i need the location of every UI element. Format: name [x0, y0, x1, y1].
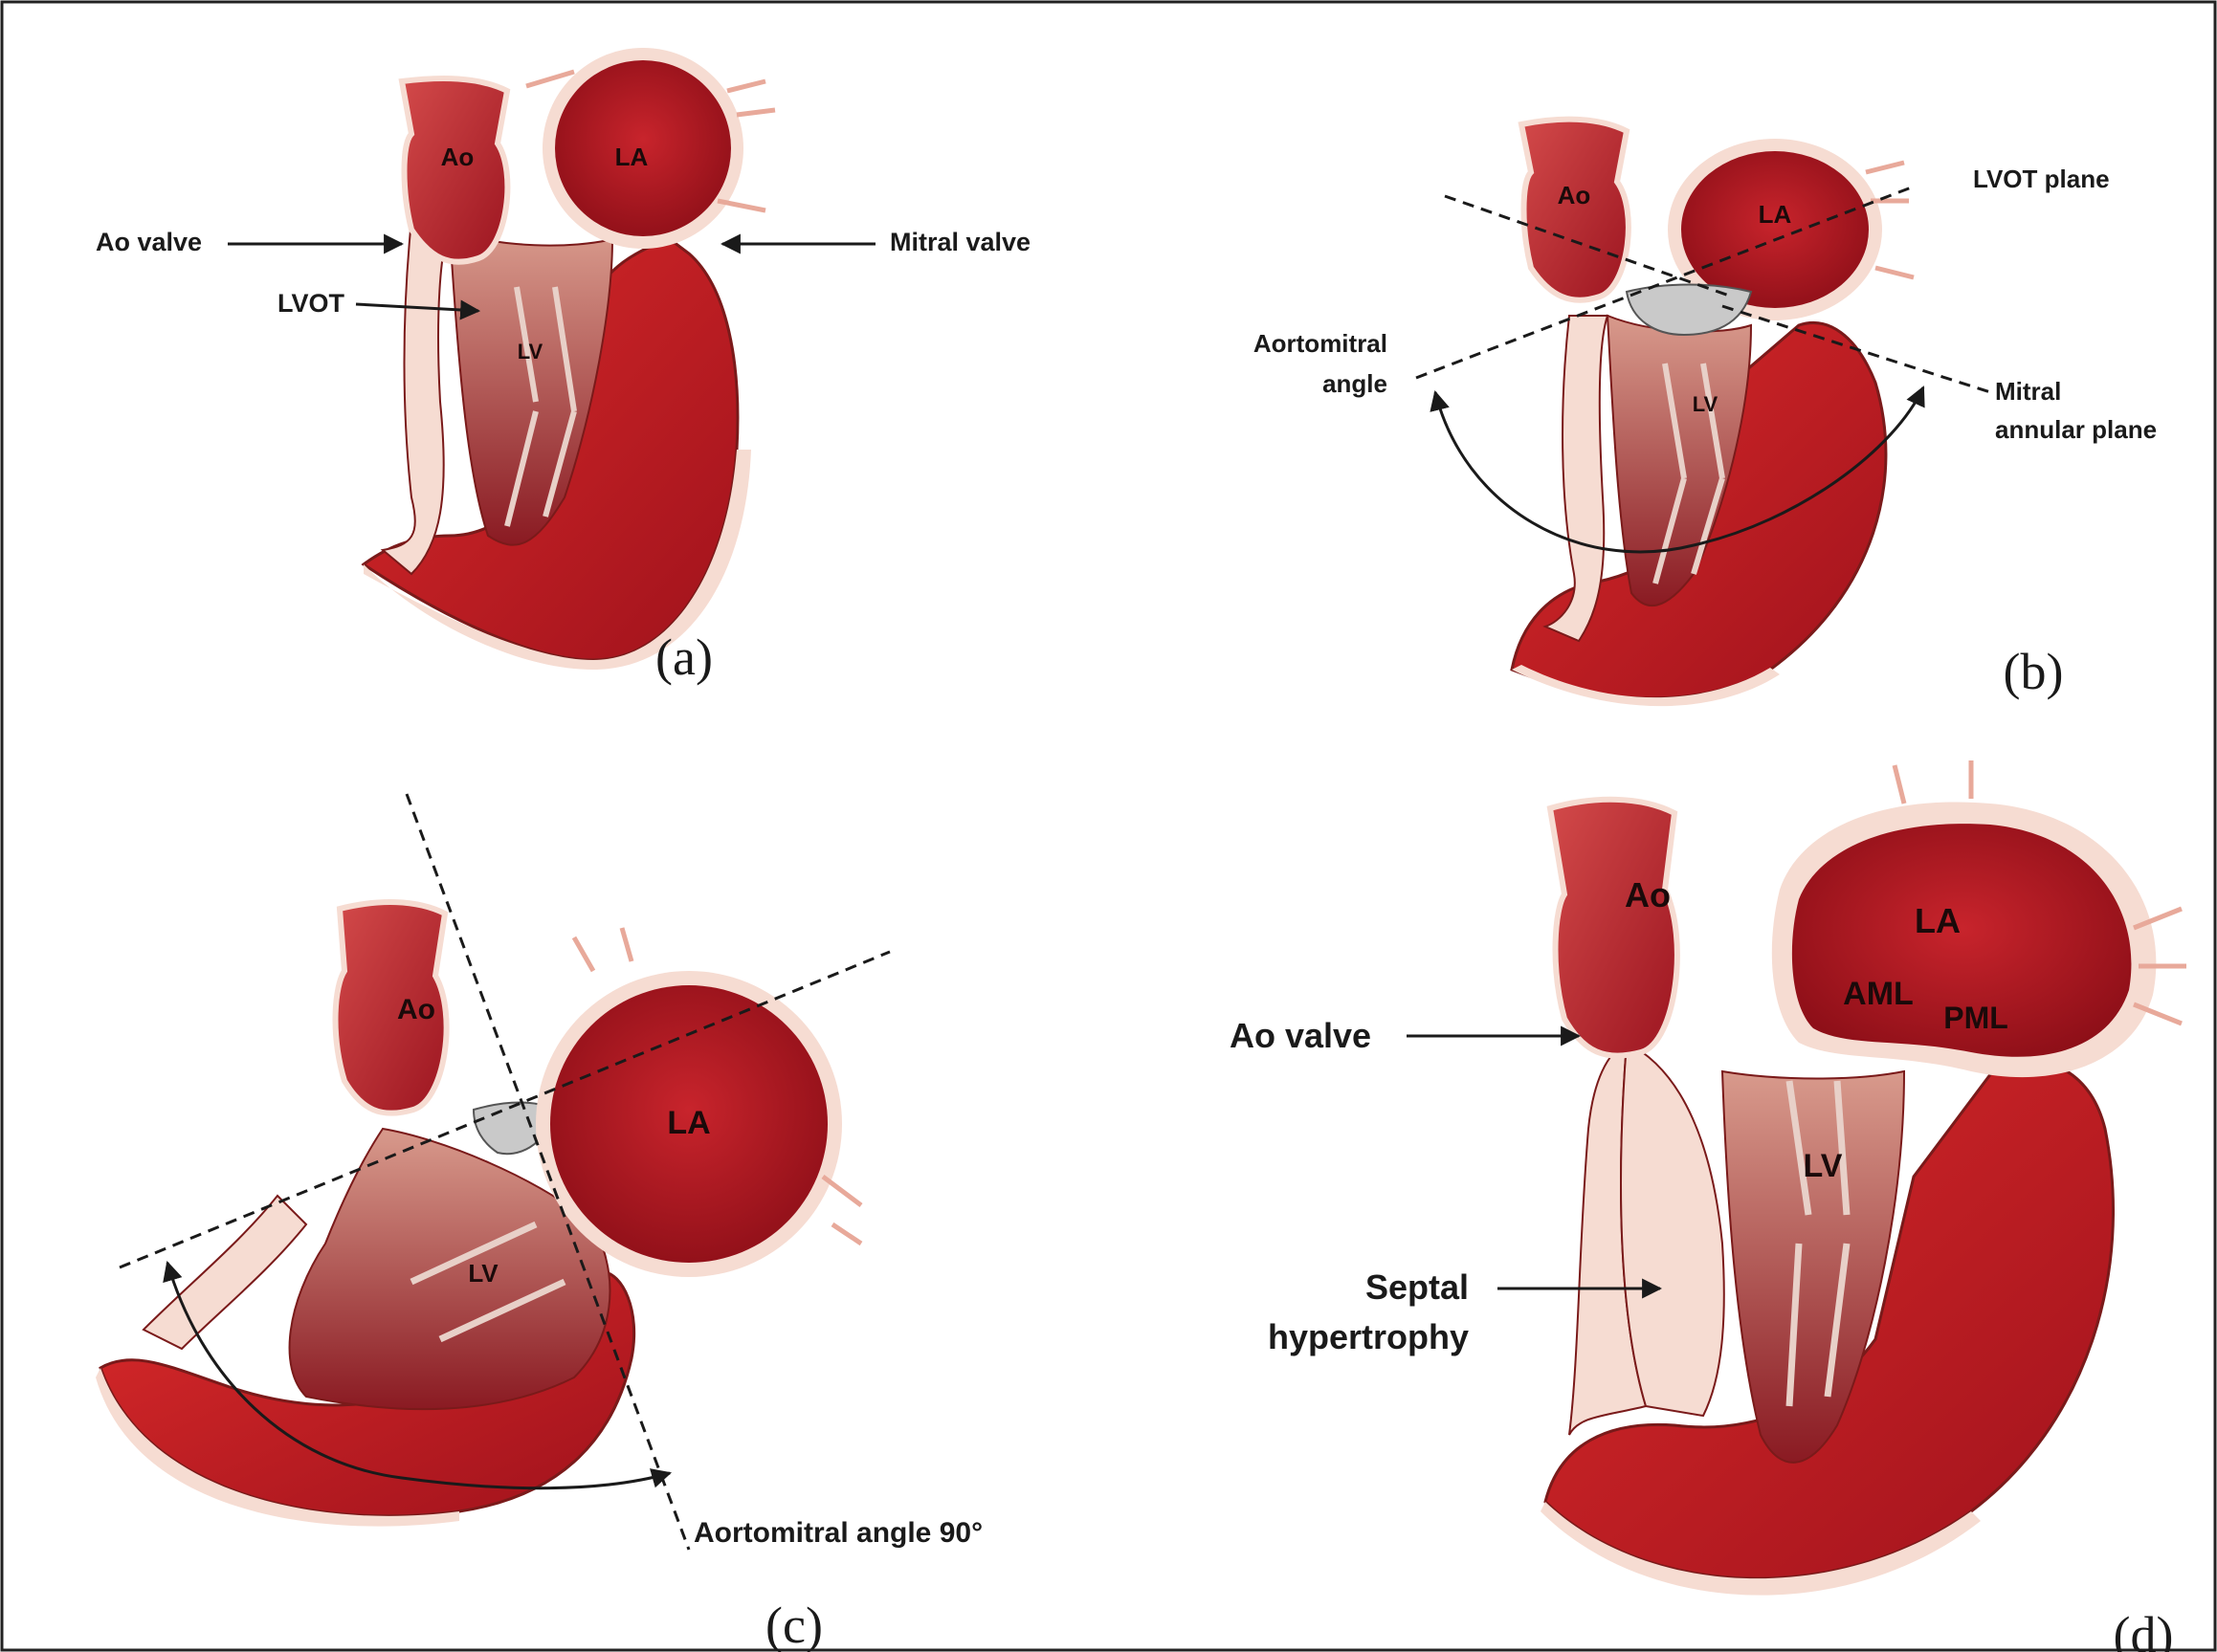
- label-lv: LV: [518, 340, 543, 363]
- label-septal-2: hypertrophy: [1268, 1317, 1469, 1356]
- label-ao-valve: Ao valve: [1230, 1016, 1371, 1055]
- label-aortomitral-2: angle: [1322, 369, 1387, 398]
- label-aml: AML: [1843, 976, 1914, 1012]
- label-aortomitral-90: Aortomitral angle 90°: [694, 1517, 983, 1549]
- label-la: LA: [1759, 200, 1792, 229]
- label-la: LA: [615, 143, 649, 171]
- label-ao-valve: Ao valve: [96, 228, 202, 256]
- label-ao: Ao: [1558, 181, 1591, 209]
- label-ao: Ao: [1625, 875, 1671, 914]
- label-ao: Ao: [397, 994, 435, 1025]
- label-pml: PML: [1943, 1001, 2008, 1035]
- label-lv: LV: [468, 1259, 499, 1288]
- caption-a: (a): [655, 628, 713, 686]
- label-mitral-valve: Mitral valve: [890, 228, 1031, 256]
- label-ao: Ao: [441, 143, 475, 171]
- label-lv: LV: [1693, 392, 1718, 416]
- label-septal-1: Septal: [1365, 1267, 1469, 1307]
- panel-a: Ao LA LV Ao valve LVOT Mitral valve (a): [96, 48, 1031, 686]
- panel-d: Ao LA AML PML LV Ao valve Septal hypertr…: [1230, 760, 2186, 1652]
- caption-d: (d): [2114, 1606, 2174, 1652]
- panel-c: Ao LA LV Aortomitral angle 90° (c): [96, 794, 983, 1652]
- label-la: LA: [667, 1105, 710, 1141]
- caption-b: (b): [2004, 643, 2064, 700]
- panel-b: Ao LA LV LVOT plane Aortomitral angle Mi…: [1253, 120, 2157, 706]
- label-lvot: LVOT: [277, 289, 344, 318]
- label-mitral-2: annular plane: [1995, 415, 2157, 444]
- label-lv: LV: [1804, 1148, 1843, 1184]
- heart-drawing-a: [364, 48, 775, 670]
- label-mitral-1: Mitral: [1995, 377, 2061, 406]
- label-la: LA: [1915, 901, 1961, 940]
- label-lvot-plane: LVOT plane: [1973, 165, 2110, 193]
- caption-c: (c): [765, 1597, 823, 1652]
- label-aortomitral-1: Aortomitral: [1253, 329, 1387, 358]
- heart-drawing-c: [96, 902, 861, 1527]
